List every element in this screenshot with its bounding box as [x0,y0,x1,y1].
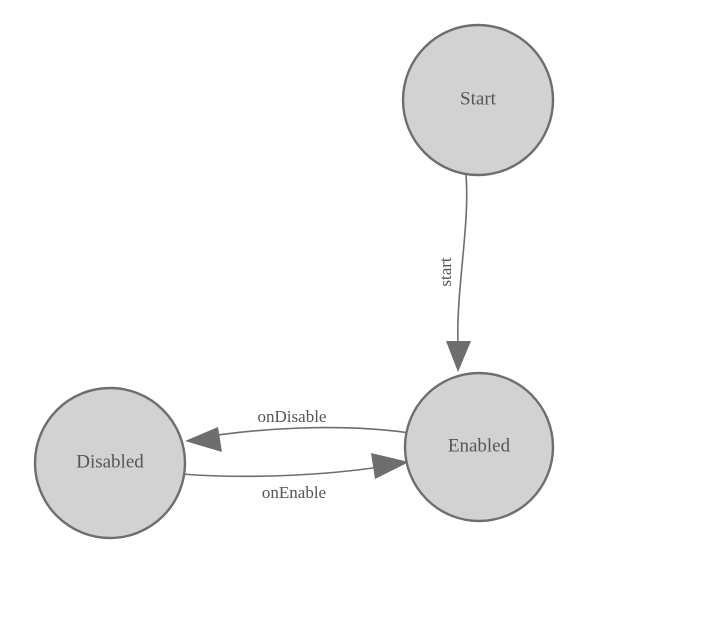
edge-start-to-enabled-label: start [436,257,455,287]
edge-enabled-to-disabled[interactable]: onDisable [185,407,411,452]
edge-enabled-to-disabled-label: onDisable [258,407,327,426]
edge-start-to-enabled-arrowhead-icon [446,341,471,372]
state-node-disabled-circle [33,386,187,540]
edge-enabled-to-disabled-path [191,426,411,440]
state-node-enabled[interactable]: Enabled [403,371,555,523]
edge-disabled-to-enabled-path [180,463,399,478]
state-node-enabled-label: Enabled [448,435,511,456]
state-node-enabled-circle [403,371,555,523]
state-node-disabled[interactable]: Disabled [33,386,187,540]
edge-disabled-to-enabled[interactable]: onEnable [180,453,409,502]
edge-enabled-to-disabled-arrowhead-icon [185,427,222,452]
state-node-start-label: Start [460,88,497,109]
edge-disabled-to-enabled-label: onEnable [262,483,326,502]
edge-start-to-enabled-path [457,174,468,345]
state-node-disabled-label: Disabled [76,451,144,472]
state-node-start-circle [401,23,555,177]
state-node-start[interactable]: Start [401,23,555,177]
edge-start-to-enabled[interactable]: start [436,174,471,372]
edge-disabled-to-enabled-arrowhead-icon [371,453,409,479]
